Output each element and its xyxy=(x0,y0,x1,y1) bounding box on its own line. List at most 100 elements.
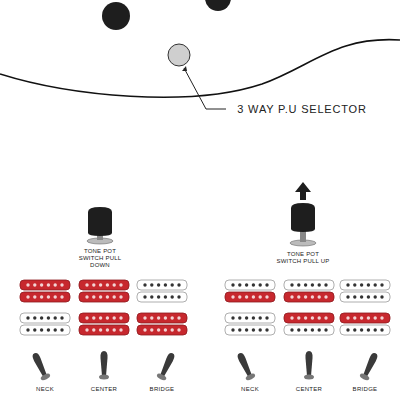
pole-piece xyxy=(47,295,50,298)
pole-piece xyxy=(54,316,57,319)
pole-piece xyxy=(265,316,268,319)
pole-piece xyxy=(157,316,160,319)
pole-piece xyxy=(252,328,255,331)
pole-piece xyxy=(374,295,377,298)
pole-piece xyxy=(346,328,349,331)
pole-piece xyxy=(33,316,36,319)
pole-piece xyxy=(360,283,363,286)
pole-piece xyxy=(33,283,36,286)
pole-piece xyxy=(380,295,383,298)
pole-piece xyxy=(360,316,363,319)
pole-piece xyxy=(367,316,370,319)
pole-piece xyxy=(26,283,29,286)
toggle-lever xyxy=(305,351,312,376)
pole-piece xyxy=(353,328,356,331)
toggle-lever xyxy=(159,352,176,378)
pole-piece xyxy=(85,295,88,298)
pole-piece xyxy=(238,295,241,298)
pole-piece xyxy=(311,283,314,286)
pole-piece xyxy=(157,283,160,286)
pole-piece xyxy=(150,283,153,286)
pole-piece xyxy=(353,283,356,286)
position-label: BRIDGE xyxy=(345,386,385,393)
toggle-base xyxy=(359,373,370,382)
pole-piece xyxy=(157,328,160,331)
pole-piece xyxy=(252,295,255,298)
selector-knob xyxy=(168,44,190,66)
pole-piece xyxy=(324,328,327,331)
pole-piece xyxy=(318,283,321,286)
pole-piece xyxy=(99,295,102,298)
pole-piece xyxy=(367,295,370,298)
pole-piece xyxy=(324,283,327,286)
position-label: BRIDGE xyxy=(142,386,182,393)
pole-piece xyxy=(304,316,307,319)
pole-piece xyxy=(245,328,248,331)
pickup-coil xyxy=(137,280,187,290)
toggle-lever xyxy=(100,351,107,376)
pole-piece xyxy=(304,328,307,331)
pole-piece xyxy=(360,295,363,298)
pickup-coil xyxy=(284,292,334,302)
pole-piece xyxy=(353,295,356,298)
pole-piece xyxy=(47,328,50,331)
pole-piece xyxy=(92,295,95,298)
pole-piece xyxy=(113,295,116,298)
pole-piece xyxy=(360,328,363,331)
pole-piece xyxy=(171,328,174,331)
pole-piece xyxy=(318,328,321,331)
pole-piece xyxy=(324,316,327,319)
pole-piece xyxy=(231,283,234,286)
toggle-switch xyxy=(359,351,380,381)
toggle-switch xyxy=(99,351,109,380)
pickup-coil xyxy=(20,313,70,323)
pickup-coil xyxy=(137,325,187,335)
pole-piece xyxy=(92,316,95,319)
pole-piece xyxy=(119,316,122,319)
pole-piece xyxy=(177,316,180,319)
position-label: CENTER xyxy=(289,386,329,393)
pole-piece xyxy=(47,316,50,319)
pole-piece xyxy=(346,283,349,286)
pole-piece xyxy=(60,283,63,286)
pole-piece xyxy=(290,328,293,331)
pole-piece xyxy=(60,328,63,331)
selector-label: 3 WAY P.U SELECTOR xyxy=(222,103,382,116)
pickup-coil xyxy=(20,292,70,302)
pole-piece xyxy=(150,316,153,319)
pull-arrow xyxy=(295,182,311,200)
pole-piece xyxy=(26,328,29,331)
pole-piece xyxy=(245,316,248,319)
pole-piece xyxy=(177,295,180,298)
pole-piece xyxy=(265,295,268,298)
pickup-coil xyxy=(284,313,334,323)
leader-line xyxy=(184,68,226,109)
pole-piece xyxy=(297,295,300,298)
pole-piece xyxy=(54,295,57,298)
pole-piece xyxy=(367,328,370,331)
pole-piece xyxy=(119,328,122,331)
pole-piece xyxy=(311,316,314,319)
toggle-base xyxy=(99,375,109,380)
pole-piece xyxy=(259,328,262,331)
pole-piece xyxy=(259,316,262,319)
pole-piece xyxy=(380,283,383,286)
pole-piece xyxy=(304,283,307,286)
guitar-body-outline xyxy=(0,40,400,98)
pole-piece xyxy=(40,316,43,319)
pole-piece xyxy=(99,328,102,331)
pickup-coil xyxy=(79,280,129,290)
pole-piece xyxy=(346,316,349,319)
toggle-lever xyxy=(236,352,253,378)
pickup-coil xyxy=(79,292,129,302)
pole-piece xyxy=(143,328,146,331)
pole-piece xyxy=(324,295,327,298)
pole-piece xyxy=(245,283,248,286)
pole-piece xyxy=(60,316,63,319)
pole-piece xyxy=(231,295,234,298)
pickup-coil xyxy=(225,313,275,323)
pole-piece xyxy=(252,316,255,319)
pole-piece xyxy=(238,283,241,286)
pole-piece xyxy=(164,328,167,331)
